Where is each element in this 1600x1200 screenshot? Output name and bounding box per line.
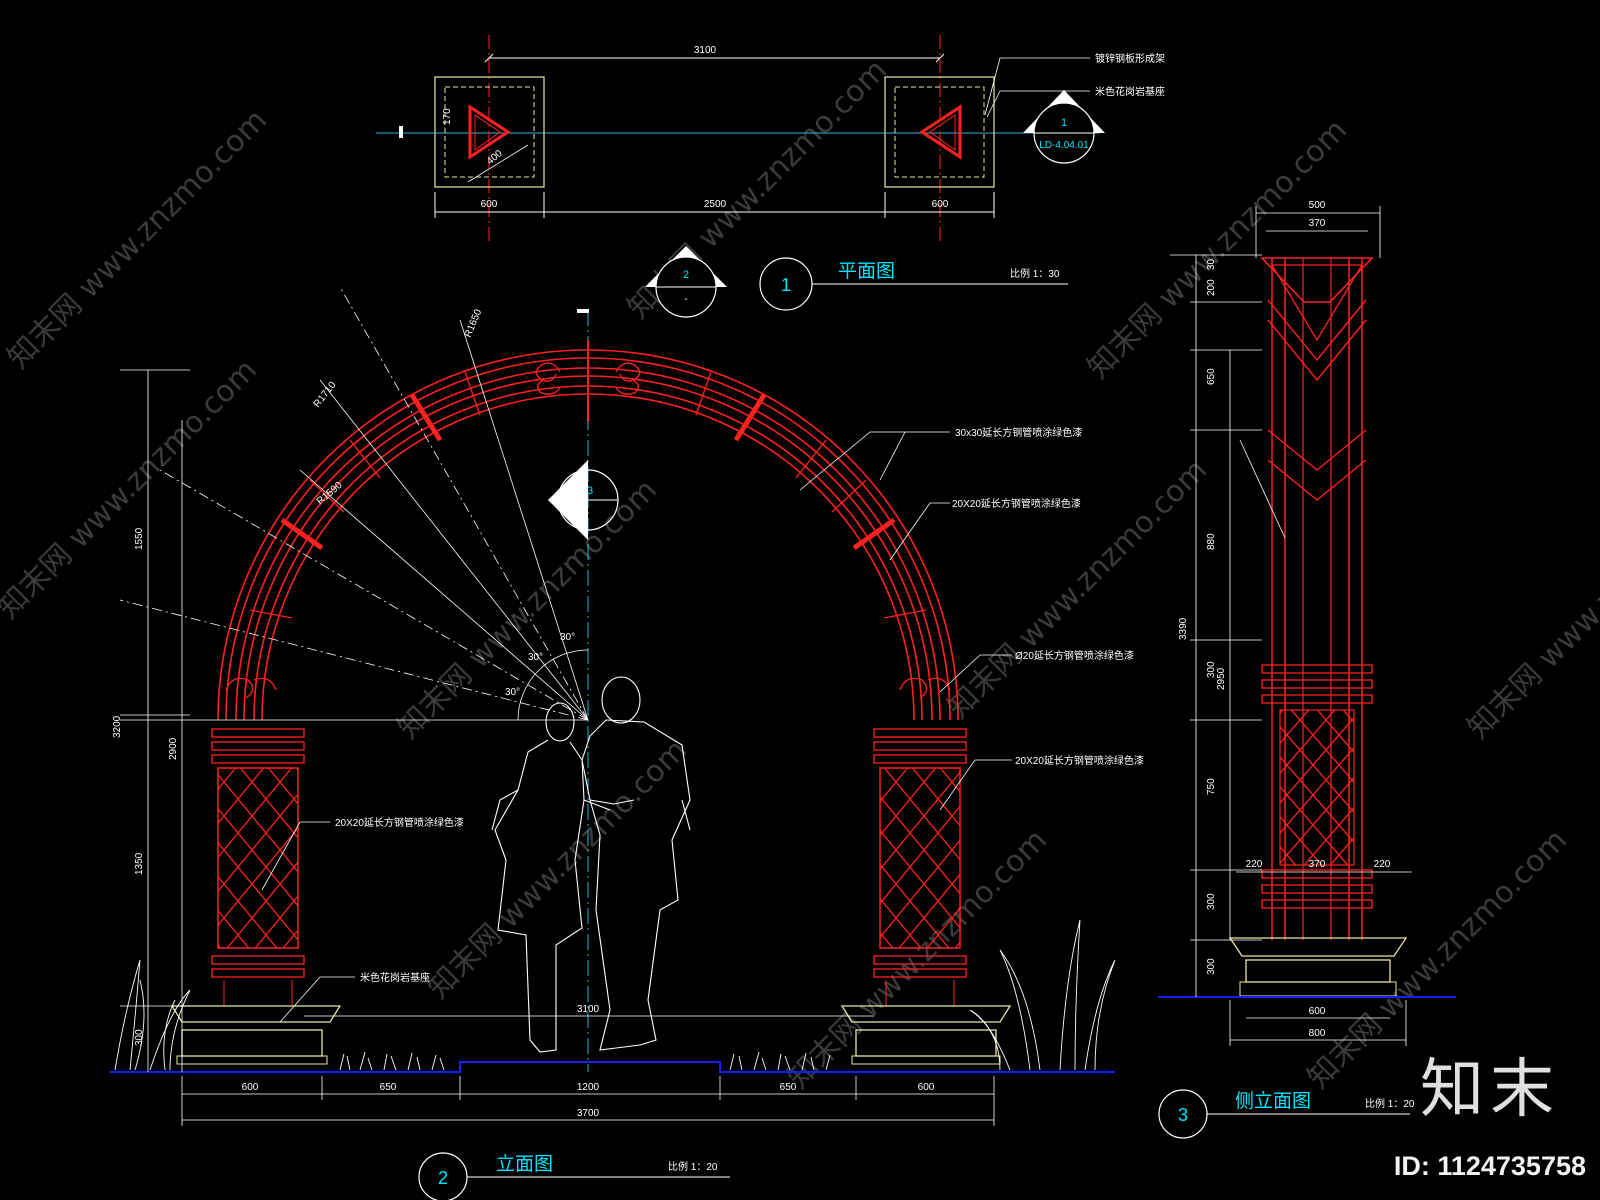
side-dim-left-1: 200	[1206, 279, 1217, 296]
plan-title: 平面图	[838, 261, 895, 282]
watermark: 知末网 www.znzmo.com	[1081, 113, 1354, 386]
elev-dim-left-3: 3200	[112, 715, 123, 738]
side-dim-total: 3390	[1178, 617, 1189, 640]
side-dim-bottom-2: 800	[1309, 1028, 1326, 1039]
side-dim-mid-3: 220	[1374, 859, 1391, 870]
side-dim-inner: 2950	[1216, 667, 1227, 690]
elev-label-2: 20X20延长方钢管喷涂绿色漆	[952, 497, 1081, 510]
plan-title-num: 1	[781, 275, 791, 295]
elev-dim-total: 3700	[577, 1108, 600, 1119]
elev-title: 立面图	[496, 1153, 553, 1175]
side-dim-left-5: 300	[1206, 661, 1217, 678]
elev-label-5: 20X20延长方钢管喷涂绿色漆	[335, 816, 464, 829]
elevation-view: 2 -	[110, 246, 1144, 1200]
side-elevation-view: 500 370 200 30 650 880 300 750 300 300 3…	[1158, 200, 1456, 1139]
elev-dim-inner: 3100	[577, 1004, 600, 1015]
side-dim-left-8: 300	[1206, 958, 1217, 975]
elev-angle-1: 30°	[560, 632, 575, 643]
elev-dim-left-5: 300	[134, 1029, 145, 1046]
brand-logo: 知末	[1420, 1053, 1560, 1127]
watermark: 知末网 www.znzmo.com	[941, 453, 1214, 726]
elev-dim-bottom-2: 650	[380, 1082, 397, 1093]
side-title-num: 3	[1178, 1105, 1188, 1125]
elev-section3: 3	[587, 485, 593, 497]
people-figure	[491, 676, 691, 1053]
plan-dim-side-a: 170	[442, 108, 453, 125]
side-dim-left-6: 750	[1206, 778, 1217, 795]
plan-dim-bottom-1: 600	[481, 199, 498, 210]
elev-label-1: 30x30延长方钢管喷涂绿色漆	[955, 426, 1082, 439]
elev-angle-2: 30°	[528, 652, 543, 663]
elev-radius-2: R1710	[312, 380, 339, 410]
plan-dim-top: 3100	[694, 45, 717, 56]
plan-view: 3100 600 2500 600 170 400 镀锌钢板形成架 米色花岗岩基…	[376, 35, 1165, 311]
left-pier	[170, 728, 342, 1065]
plan-dim-bottom-3: 600	[932, 199, 949, 210]
elev-angle-3: 30°	[505, 687, 520, 698]
elev-label-6: 米色花岗岩基座	[360, 971, 430, 984]
plan-dim-bottom-2: 2500	[704, 199, 727, 210]
elev-label-3: Ø20延长方钢管喷涂绿色漆	[1015, 649, 1134, 662]
watermark: 知末网 www.znzmo.com	[1, 103, 274, 376]
side-dim-left-7: 300	[1206, 893, 1217, 910]
brand-id: ID: 1124735758	[1393, 1151, 1586, 1181]
elev-dim-bottom-5: 600	[918, 1082, 935, 1093]
side-title: 侧立面图	[1235, 1090, 1311, 1112]
elev-dim-left-4: 2900	[168, 737, 179, 760]
side-dim-mid-2: 370	[1309, 859, 1326, 870]
elev-scale: 比例 1：20	[668, 1160, 718, 1173]
elev-title-num: 2	[438, 1168, 448, 1188]
elev-dim-left-2: 1350	[134, 852, 145, 875]
elev-section-sub: -	[684, 294, 687, 305]
elev-dim-bottom-4: 650	[780, 1082, 797, 1093]
watermark: 知末网 www.znzmo.com	[0, 353, 264, 626]
right-pier	[840, 728, 1012, 1065]
plan-note-1: 镀锌钢板形成架	[1095, 52, 1165, 65]
side-scale: 比例 1：20	[1365, 1097, 1415, 1110]
side-dim-bottom-1: 600	[1309, 1006, 1326, 1017]
side-dim-left-4: 880	[1206, 533, 1217, 550]
elev-section-mark: 2	[683, 269, 689, 281]
elev-label-4: 20X20延长方钢管喷涂绿色漆	[1015, 754, 1144, 767]
elev-dim-bottom-1: 600	[242, 1082, 259, 1093]
side-dim-top-2: 370	[1309, 218, 1326, 229]
plan-scale: 比例 1：30	[1010, 267, 1060, 280]
side-dim-mid-1: 220	[1246, 859, 1263, 870]
elev-dim-left-1: 1550	[134, 527, 145, 550]
plan-callout-ref: LD-4.04.01	[1039, 140, 1089, 151]
watermark: 知末网 www.znzmo.com	[1461, 473, 1600, 746]
elev-radius-1: R1650	[463, 307, 485, 339]
side-dim-left-2: 30	[1206, 258, 1217, 270]
plan-note-2: 米色花岗岩基座	[1095, 85, 1165, 98]
elev-dim-bottom-3: 1200	[577, 1082, 600, 1093]
plan-callout-num: 1	[1061, 117, 1067, 129]
side-dim-top-1: 500	[1309, 200, 1326, 211]
side-dim-left-3: 650	[1206, 368, 1217, 385]
plan-dim-side-b: 400	[485, 148, 505, 167]
